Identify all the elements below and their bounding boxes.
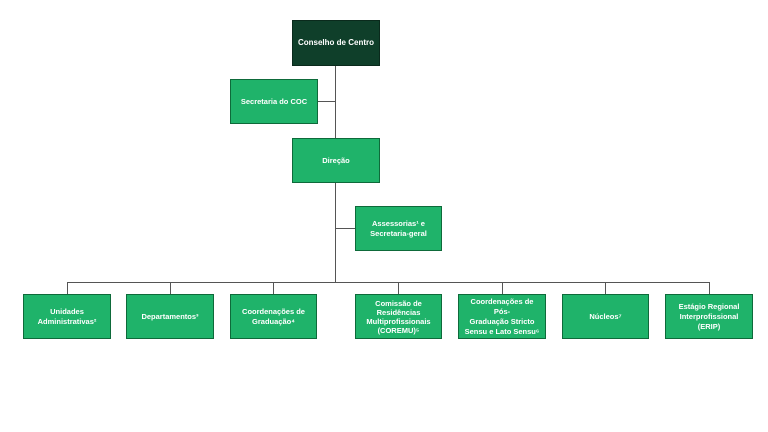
node-label-line: Multiprofissionais: [366, 316, 431, 326]
connector-horizontal-bus: [67, 282, 709, 283]
connector-drop-4: [398, 282, 399, 294]
node-nucleos: Núcleos⁷: [562, 294, 649, 339]
node-label-line: Graduação Stricto: [469, 316, 535, 326]
node-secretaria-do-coc: Secretaria do COC: [230, 79, 318, 124]
node-label-line: Estágio Regional: [678, 301, 740, 311]
connector-drop-2: [170, 282, 171, 294]
node-label-line: Interprofissional: [679, 311, 739, 321]
connector-drop-6: [605, 282, 606, 294]
connector-secretaria: [318, 101, 335, 102]
node-label-line: Administrativas²: [37, 316, 97, 326]
node-label-line: Comissão de: [375, 298, 422, 308]
node-pos-graduacao: Coordenações de Pós- Graduação Stricto S…: [458, 294, 546, 339]
node-label: Conselho de Centro: [297, 38, 374, 47]
node-departamentos: Departamentos³: [126, 294, 214, 339]
node-label-line: Coordenações de: [242, 306, 305, 316]
node-label-line: Sensu e Lato Sensu⁶: [464, 326, 540, 336]
node-coremu: Comissão de Residências Multiprofissiona…: [355, 294, 442, 339]
node-label-line: (COREMU)⁵: [377, 325, 420, 335]
node-erip: Estágio Regional Interprofissional (ERIP…: [665, 294, 753, 339]
node-label-line: Graduação⁴: [252, 316, 295, 326]
node-direcao: Direção: [292, 138, 380, 183]
node-label-line: Secretaria-geral: [370, 228, 427, 238]
connector-drop-1: [67, 282, 68, 294]
node-label-line: Assessorias¹ e: [372, 218, 425, 228]
node-label-line: Departamentos³: [141, 311, 199, 321]
node-label-line: Núcleos⁷: [589, 311, 622, 321]
node-label-line: Unidades: [50, 306, 84, 316]
node-label-line: Coordenações de Pós-: [470, 296, 534, 316]
node-label: Secretaria do COC: [240, 96, 308, 106]
node-coordenacoes-graduacao: Coordenações de Graduação⁴: [230, 294, 317, 339]
node-unidades-administrativas: Unidades Administrativas²: [23, 294, 111, 339]
node-label-line: (ERIP): [697, 321, 721, 331]
connector-drop-3: [273, 282, 274, 294]
node-label-line: Residências: [376, 307, 421, 317]
node-conselho-de-centro: Conselho de Centro: [292, 20, 380, 66]
connector-drop-7: [709, 282, 710, 294]
node-label: Direção: [322, 155, 350, 165]
node-assessorias: Assessorias¹ e Secretaria-geral: [355, 206, 442, 251]
connector-assessorias: [335, 228, 355, 229]
connector-drop-5: [502, 282, 503, 294]
